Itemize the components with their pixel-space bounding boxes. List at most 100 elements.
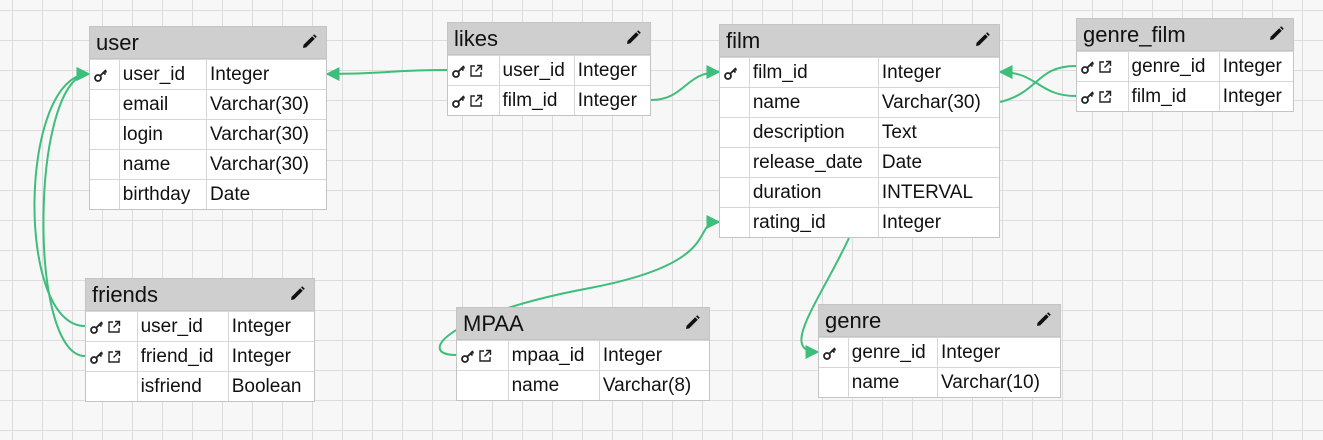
table-name: genre_film: [1083, 21, 1186, 47]
external-link-icon: [478, 349, 492, 363]
column-type: Integer: [577, 89, 637, 111]
column-type: Varchar(30): [881, 91, 981, 113]
external-link-icon: [469, 64, 483, 78]
table-header[interactable]: likes: [448, 23, 650, 55]
key-icon: [461, 349, 475, 363]
column-type: INTERVAL: [881, 181, 974, 203]
column-icons: [457, 371, 509, 400]
column-icons: [720, 88, 750, 117]
table-header[interactable]: genre: [819, 305, 1060, 337]
table-header[interactable]: friends: [86, 279, 314, 311]
column-type: Integer: [881, 211, 942, 233]
key-icon: [724, 66, 738, 80]
pencil-icon[interactable]: [624, 29, 642, 47]
column-icons: [86, 312, 138, 341]
column-type: Varchar(30): [210, 153, 309, 175]
pencil-icon[interactable]: [300, 33, 318, 51]
column-type: Integer: [1222, 85, 1282, 107]
relation-line: [650, 65, 721, 101]
table-header[interactable]: MPAA: [457, 308, 709, 340]
column-icons: [90, 180, 120, 209]
column-name: description: [750, 118, 879, 147]
column-icons: [86, 372, 138, 401]
column-name: user_id: [500, 56, 575, 85]
column-icons: [720, 58, 750, 87]
column-type: Integer: [210, 63, 270, 85]
column-icons: [86, 342, 138, 371]
pencil-icon[interactable]: [1267, 25, 1285, 43]
column-name: login: [120, 120, 208, 149]
table-header[interactable]: genre_film: [1077, 19, 1293, 51]
table-name: film: [726, 27, 761, 53]
key-icon: [94, 68, 108, 82]
column-name: film_id: [500, 86, 575, 115]
column-type: Integer: [881, 61, 942, 83]
column-icons: [720, 118, 750, 147]
key-icon: [452, 64, 466, 78]
pencil-icon[interactable]: [683, 314, 701, 332]
relation-line: [999, 65, 1077, 103]
external-link-icon: [107, 320, 121, 334]
column-name: name: [849, 368, 939, 397]
table-header[interactable]: user: [90, 27, 326, 59]
column-name: email: [120, 90, 208, 119]
pencil-icon[interactable]: [973, 31, 991, 49]
table-name: genre: [825, 307, 882, 333]
column-name: friend_id: [138, 342, 229, 371]
pencil-icon[interactable]: [288, 285, 306, 303]
relation-line: [325, 66, 448, 81]
key-icon: [90, 320, 104, 334]
column-type: Integer: [231, 345, 291, 367]
pencil-icon[interactable]: [1034, 311, 1052, 329]
column-type: Integer: [231, 315, 291, 337]
column-name: film_id: [1129, 82, 1220, 111]
column-name: release_date: [750, 148, 879, 177]
column-icons: [448, 86, 500, 115]
column-name: duration: [750, 178, 879, 207]
table-name: likes: [454, 25, 499, 51]
column-type: Varchar(8): [602, 374, 692, 396]
table-header[interactable]: film: [720, 25, 999, 57]
column-type: Text: [881, 121, 917, 143]
column-name: user_id: [120, 60, 208, 89]
column-name: name: [750, 88, 879, 117]
table-name: user: [96, 29, 139, 55]
column-type: Varchar(30): [210, 93, 309, 115]
column-icons: [90, 60, 120, 89]
column-name: isfriend: [138, 372, 229, 401]
column-type: Varchar(30): [210, 123, 309, 145]
column-icons: [90, 90, 120, 119]
column-icons: [720, 178, 750, 207]
column-name: name: [120, 150, 208, 179]
